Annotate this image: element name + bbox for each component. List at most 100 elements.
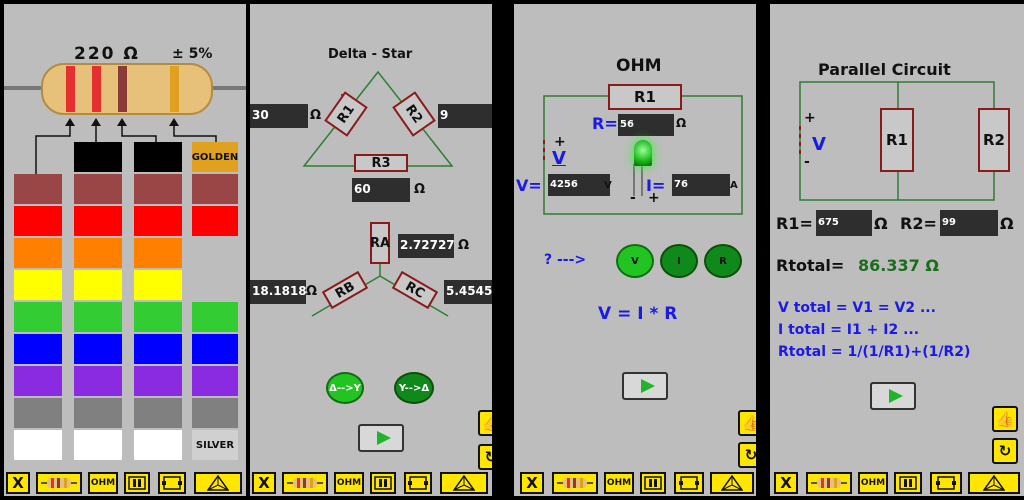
star-to-delta-button[interactable]: Y-->Δ bbox=[394, 372, 434, 404]
close-button[interactable]: X bbox=[6, 472, 30, 494]
delta-to-star-button[interactable]: Δ-->Y bbox=[326, 372, 364, 404]
col1-violet[interactable] bbox=[14, 366, 62, 396]
tolerance-green[interactable] bbox=[192, 302, 238, 332]
v-prefix: V= bbox=[516, 176, 542, 195]
resistor-tab[interactable] bbox=[806, 472, 852, 494]
close-button[interactable]: X bbox=[520, 472, 544, 494]
r2-input[interactable]: 99 bbox=[940, 210, 998, 236]
resistor-tab[interactable] bbox=[36, 472, 82, 494]
col1-orange[interactable] bbox=[14, 238, 62, 268]
col3-orange[interactable] bbox=[134, 238, 182, 268]
led-plus: + bbox=[648, 190, 660, 206]
tolerance-red[interactable] bbox=[192, 206, 238, 236]
thumbs-up-icon: 👍 bbox=[741, 414, 756, 432]
col2-gray[interactable] bbox=[74, 398, 122, 428]
series-icon bbox=[128, 476, 146, 490]
tolerance-gray[interactable] bbox=[192, 398, 238, 428]
col1-gray[interactable] bbox=[14, 398, 62, 428]
delta-star-tab[interactable] bbox=[440, 472, 488, 494]
delta-star-tab[interactable] bbox=[194, 472, 242, 494]
col2-white[interactable] bbox=[74, 430, 122, 460]
resistor-tab[interactable] bbox=[282, 472, 328, 494]
col1-white[interactable] bbox=[14, 430, 62, 460]
refresh-button[interactable]: ↻ bbox=[478, 444, 492, 470]
solve-r-button[interactable]: R bbox=[704, 244, 742, 278]
parallel-tab[interactable] bbox=[674, 472, 704, 494]
parallel-icon bbox=[408, 476, 428, 490]
col2-blue[interactable] bbox=[74, 334, 122, 364]
col1-brown[interactable] bbox=[14, 174, 62, 204]
col3-violet[interactable] bbox=[134, 366, 182, 396]
r2-input[interactable]: 9 bbox=[438, 104, 492, 128]
refresh-button[interactable]: ↻ bbox=[992, 438, 1018, 464]
thumbs-up-button[interactable]: 👍 bbox=[738, 410, 756, 436]
tolerance-gold[interactable]: GOLDEN bbox=[192, 142, 238, 172]
rule-current: I total = I1 + I2 ... bbox=[778, 322, 920, 338]
thumbs-up-button[interactable]: 👍 bbox=[478, 410, 492, 436]
series-tab[interactable] bbox=[124, 472, 150, 494]
parallel-tab[interactable] bbox=[158, 472, 186, 494]
thumbs-up-icon: 👍 bbox=[995, 410, 1015, 428]
delta-star-tab[interactable] bbox=[710, 472, 754, 494]
refresh-icon: ↻ bbox=[998, 442, 1012, 460]
close-button[interactable]: X bbox=[774, 472, 798, 494]
resistor-icon bbox=[287, 478, 323, 488]
minus-sign: - bbox=[804, 154, 810, 170]
tolerance-violet[interactable] bbox=[192, 366, 238, 396]
tolerance-silver[interactable]: SILVER bbox=[192, 430, 238, 460]
parallel-tab[interactable] bbox=[930, 472, 962, 494]
play-button[interactable] bbox=[358, 424, 404, 452]
col3-blue[interactable] bbox=[134, 334, 182, 364]
col2-violet[interactable] bbox=[74, 366, 122, 396]
parallel-tab[interactable] bbox=[404, 472, 432, 494]
resistance-value: 220 Ω bbox=[74, 44, 140, 64]
col3-white[interactable] bbox=[134, 430, 182, 460]
series-tab[interactable] bbox=[640, 472, 666, 494]
resistor-tab[interactable] bbox=[552, 472, 598, 494]
v-input[interactable]: 4256 bbox=[548, 174, 610, 196]
ohm-tab[interactable]: OHM bbox=[88, 472, 118, 494]
col3-red[interactable] bbox=[134, 206, 182, 236]
thumbs-up-button[interactable]: 👍 bbox=[992, 406, 1018, 432]
close-button[interactable]: X bbox=[252, 472, 276, 494]
col3-black[interactable] bbox=[134, 142, 182, 172]
band-4 bbox=[170, 66, 179, 112]
play-button[interactable] bbox=[622, 372, 668, 400]
tolerance-brown[interactable] bbox=[192, 174, 238, 204]
col3-yellow[interactable] bbox=[134, 270, 182, 300]
ohm-tab[interactable]: OHM bbox=[604, 472, 634, 494]
v-symbol: V bbox=[812, 134, 826, 155]
i-input[interactable]: 76 bbox=[672, 174, 730, 196]
col2-black[interactable] bbox=[74, 142, 122, 172]
solve-i-button[interactable]: I bbox=[660, 244, 698, 278]
col2-red[interactable] bbox=[74, 206, 122, 236]
col2-orange[interactable] bbox=[74, 238, 122, 268]
ohm-tab[interactable]: OHM bbox=[858, 472, 888, 494]
col1-yellow[interactable] bbox=[14, 270, 62, 300]
rc-output: 5.4545 bbox=[444, 280, 492, 304]
col3-brown[interactable] bbox=[134, 174, 182, 204]
col2-brown[interactable] bbox=[74, 174, 122, 204]
play-button[interactable] bbox=[870, 382, 916, 410]
col3-green[interactable] bbox=[134, 302, 182, 332]
ohm-tab[interactable]: OHM bbox=[334, 472, 364, 494]
band-1 bbox=[66, 66, 75, 112]
r-input[interactable]: 56 bbox=[618, 114, 674, 136]
series-tab[interactable] bbox=[370, 472, 396, 494]
col1-blue[interactable] bbox=[14, 334, 62, 364]
col3-gray[interactable] bbox=[134, 398, 182, 428]
col2-yellow[interactable] bbox=[74, 270, 122, 300]
r1-input[interactable]: 675 bbox=[816, 210, 872, 236]
tolerance-blue[interactable] bbox=[192, 334, 238, 364]
r1-input[interactable]: 30 bbox=[250, 104, 308, 128]
series-tab[interactable] bbox=[894, 472, 922, 494]
delta-star-tab[interactable] bbox=[968, 472, 1020, 494]
bottom-nav: X OHM bbox=[4, 470, 246, 496]
r3-input[interactable]: 60 bbox=[352, 178, 410, 202]
col2-green[interactable] bbox=[74, 302, 122, 332]
solve-v-button[interactable]: V bbox=[616, 244, 654, 278]
refresh-button[interactable]: ↻ bbox=[738, 442, 756, 468]
r1-unit: Ω bbox=[310, 108, 322, 123]
col1-green[interactable] bbox=[14, 302, 62, 332]
col1-red[interactable] bbox=[14, 206, 62, 236]
